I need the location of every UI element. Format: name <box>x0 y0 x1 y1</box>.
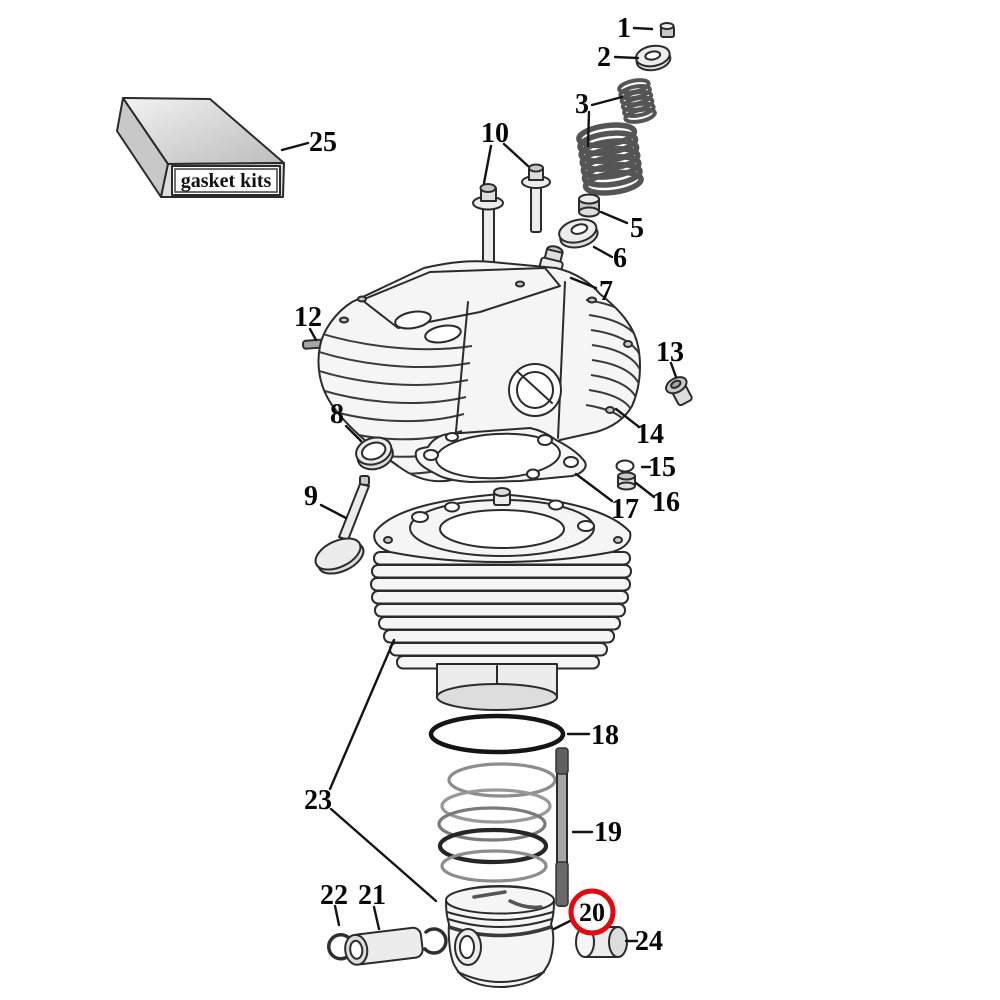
callout-20[interactable]: 20 <box>579 898 605 927</box>
valve-seal-part <box>558 218 599 249</box>
callout-1[interactable]: 1 <box>617 13 631 44</box>
circlip-left-part <box>327 933 353 961</box>
circlip-right-part <box>423 927 448 955</box>
gasket-kit-box: gasket kits <box>116 97 285 198</box>
head-bolt-right-part <box>521 163 551 233</box>
head-gasket-part <box>414 427 587 483</box>
callout-14[interactable]: 14 <box>636 419 664 450</box>
callout-2[interactable]: 2 <box>597 42 611 73</box>
highlighted-callout-20[interactable]: 20 <box>568 888 616 936</box>
valve-seat-part <box>355 436 394 471</box>
leader-lines <box>280 26 678 943</box>
callout-24[interactable]: 24 <box>635 926 663 957</box>
callout-7[interactable]: 7 <box>599 276 613 307</box>
piston-ring-set-part <box>437 762 557 883</box>
callout-16[interactable]: 16 <box>652 487 680 518</box>
cylinder-head-part <box>317 260 641 483</box>
callout-5[interactable]: 5 <box>630 213 644 244</box>
callout-19[interactable]: 19 <box>594 817 622 848</box>
callout-9[interactable]: 9 <box>304 481 318 512</box>
highlight-circle <box>568 888 616 936</box>
callout-6[interactable]: 6 <box>613 243 627 274</box>
lower-spring-retainer-part <box>578 193 600 218</box>
small-bushing-part <box>617 471 636 491</box>
callout-10[interactable]: 10 <box>481 118 509 149</box>
outer-valve-spring-part <box>576 122 644 196</box>
callout-labels: 1 2 3 5 6 7 10 12 13 14 8 9 17 15 16 18 … <box>294 13 684 957</box>
callout-8[interactable]: 8 <box>330 399 344 430</box>
gasket-kits-label-plate <box>171 165 281 196</box>
spring-collar-part <box>634 44 672 72</box>
base-oring-part <box>428 713 566 755</box>
small-oring-part <box>615 459 635 473</box>
callout-23[interactable]: 23 <box>304 785 332 816</box>
callout-15[interactable]: 15 <box>648 452 676 483</box>
callout-13[interactable]: 13 <box>656 337 684 368</box>
cylinder-stud-part <box>555 747 569 907</box>
callout-3[interactable]: 3 <box>575 89 589 120</box>
callout-17[interactable]: 17 <box>611 494 639 525</box>
callout-22[interactable]: 22 <box>320 880 348 911</box>
head-bolt-left-part <box>472 183 504 269</box>
valve-part <box>314 475 370 575</box>
gasket-kits-label: gasket kits <box>181 170 272 192</box>
wrist-pin-part <box>344 926 424 966</box>
inner-valve-spring-part <box>617 78 657 124</box>
head-screw-part <box>665 376 693 407</box>
callout-25[interactable]: 25 <box>309 127 337 158</box>
callout-21[interactable]: 21 <box>358 880 386 911</box>
piston-part <box>445 885 555 988</box>
callout-18[interactable]: 18 <box>591 720 619 751</box>
callout-12[interactable]: 12 <box>294 302 322 333</box>
cylinder-part <box>370 487 632 711</box>
valve-keeper-part <box>659 22 675 38</box>
